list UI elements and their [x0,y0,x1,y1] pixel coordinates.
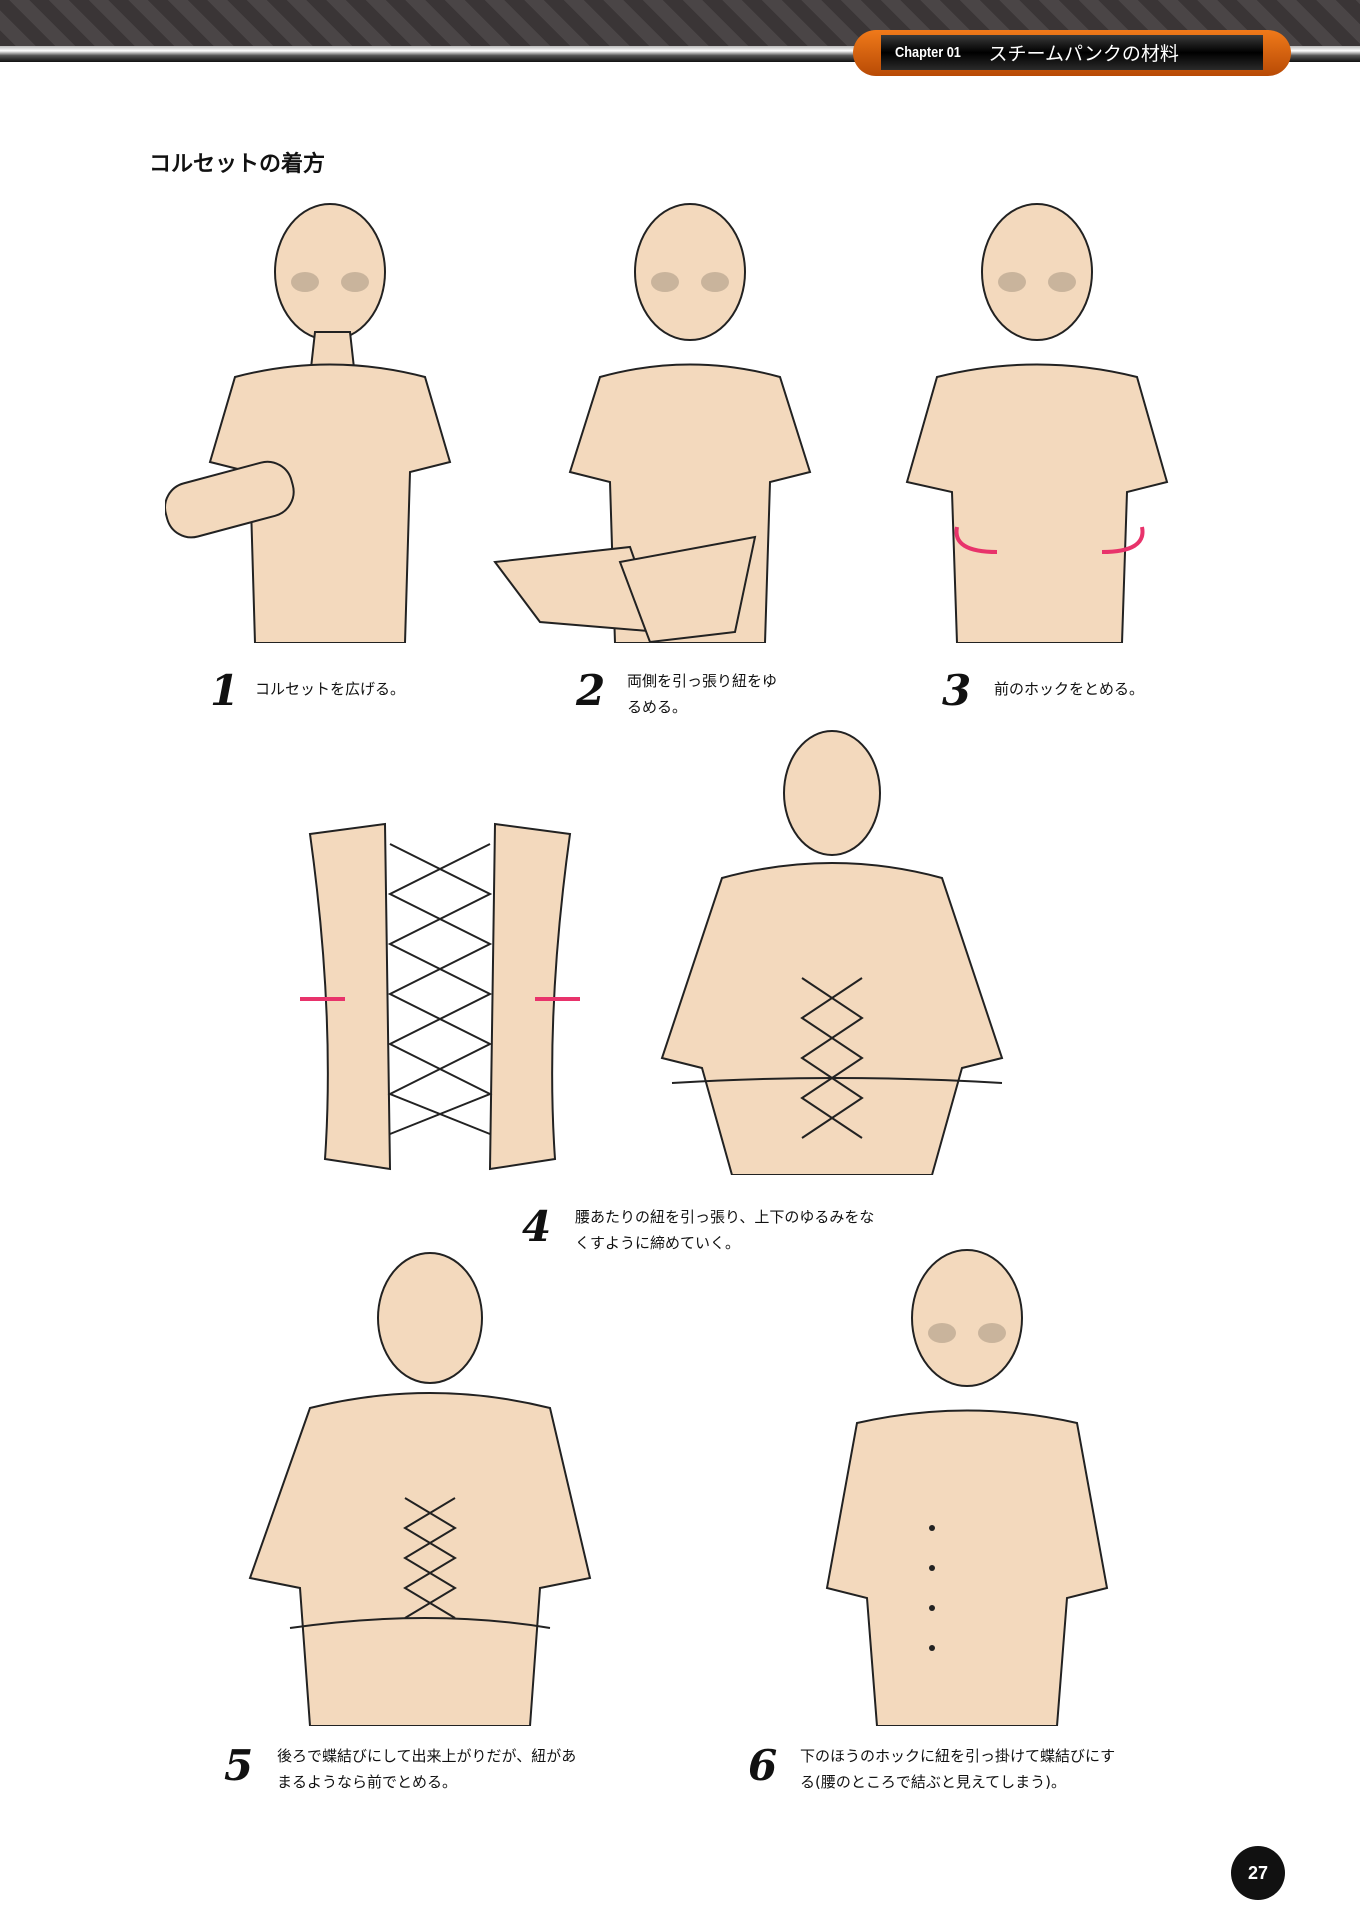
step-1-illustration [165,203,452,643]
step-3-illustration [905,203,1169,643]
step-caption: コルセットを広げる。 [255,676,405,702]
step-number: 3 [942,666,972,715]
caption-line: るめる。 [627,698,688,716]
step-caption: 腰あたりの紐を引っ張り、上下のゆるみをなくすように締めていく。 [575,1204,874,1256]
chapter-badge: Chapter 01 スチームパンクの材料 [853,30,1291,76]
step-2-illustration [493,203,812,643]
caption-line: 下のほうのホックに紐を引っ掛けて蝶結びにす [800,1747,1116,1765]
caption-line: 両側を引っ張り紐をゆ [627,672,778,690]
caption-line: 後ろで蝶結びにして出来上がりだが、紐があ [277,1747,577,1765]
page-number: 27 [1231,1846,1285,1900]
caption-line: くすように締めていく。 [575,1234,741,1252]
section-title: コルセットの着方 [149,152,326,177]
caption-line: 腰あたりの紐を引っ張り、上下のゆるみをな [575,1208,875,1226]
caption-line: まるようなら前でとめる。 [277,1773,458,1791]
step-caption: 両側を引っ張り紐をゆるめる。 [627,668,777,720]
chapter-label: Chapter 01 [895,44,961,61]
step-caption: 下のほうのホックに紐を引っ掛けて蝶結びにする(腰のところで結ぶと見えてしまう)。 [800,1743,1115,1795]
chapter-title: スチームパンクの材料 [988,43,1179,65]
step-caption: 前のホックをとめる。 [994,676,1144,702]
step-number: 2 [576,666,606,715]
caption-line: コルセットを広げる。 [255,680,406,698]
caption-line: 前のホックをとめる。 [994,680,1145,698]
step-6-illustration [825,1249,1109,1726]
step-number: 6 [748,1741,778,1790]
caption-line: る(腰のところで結ぶと見えてしまう)。 [800,1773,1066,1791]
step-5-illustration [248,1252,592,1726]
step-number: 1 [210,666,240,715]
step-number: 5 [224,1741,254,1790]
step-caption: 後ろで蝶結びにして出来上がりだが、紐があまるようなら前でとめる。 [277,1743,576,1795]
step-number: 4 [522,1202,552,1251]
step-4-illustration [660,730,1004,1175]
corset-lacing-diagram [300,822,580,1171]
